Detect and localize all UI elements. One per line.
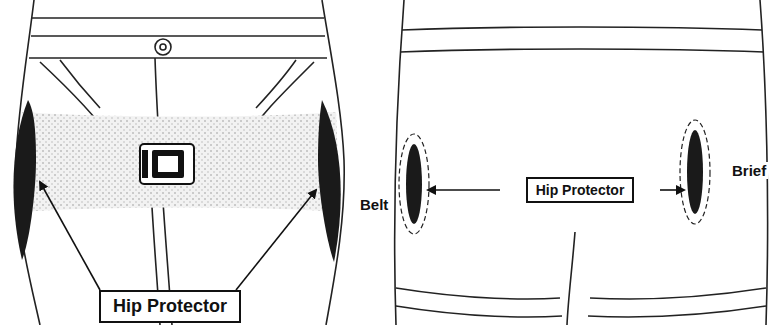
leader-arrow bbox=[40, 182, 316, 290]
box-text: Hip Protector bbox=[536, 182, 625, 198]
label-box: Hip Protector bbox=[526, 177, 635, 203]
part-label: Brief bbox=[730, 162, 768, 179]
box-text: Hip Protector bbox=[113, 296, 227, 317]
belt-buckle bbox=[140, 144, 194, 184]
front-view bbox=[16, 0, 344, 325]
label-box: Hip Protector bbox=[99, 290, 241, 323]
hip-pad bbox=[399, 134, 429, 234]
hip-pad bbox=[680, 120, 710, 224]
part-label: Belt bbox=[358, 196, 390, 213]
hip-pad bbox=[318, 100, 341, 262]
belt-band bbox=[20, 112, 340, 212]
hip-pad bbox=[13, 100, 36, 260]
back-view bbox=[395, 0, 768, 325]
